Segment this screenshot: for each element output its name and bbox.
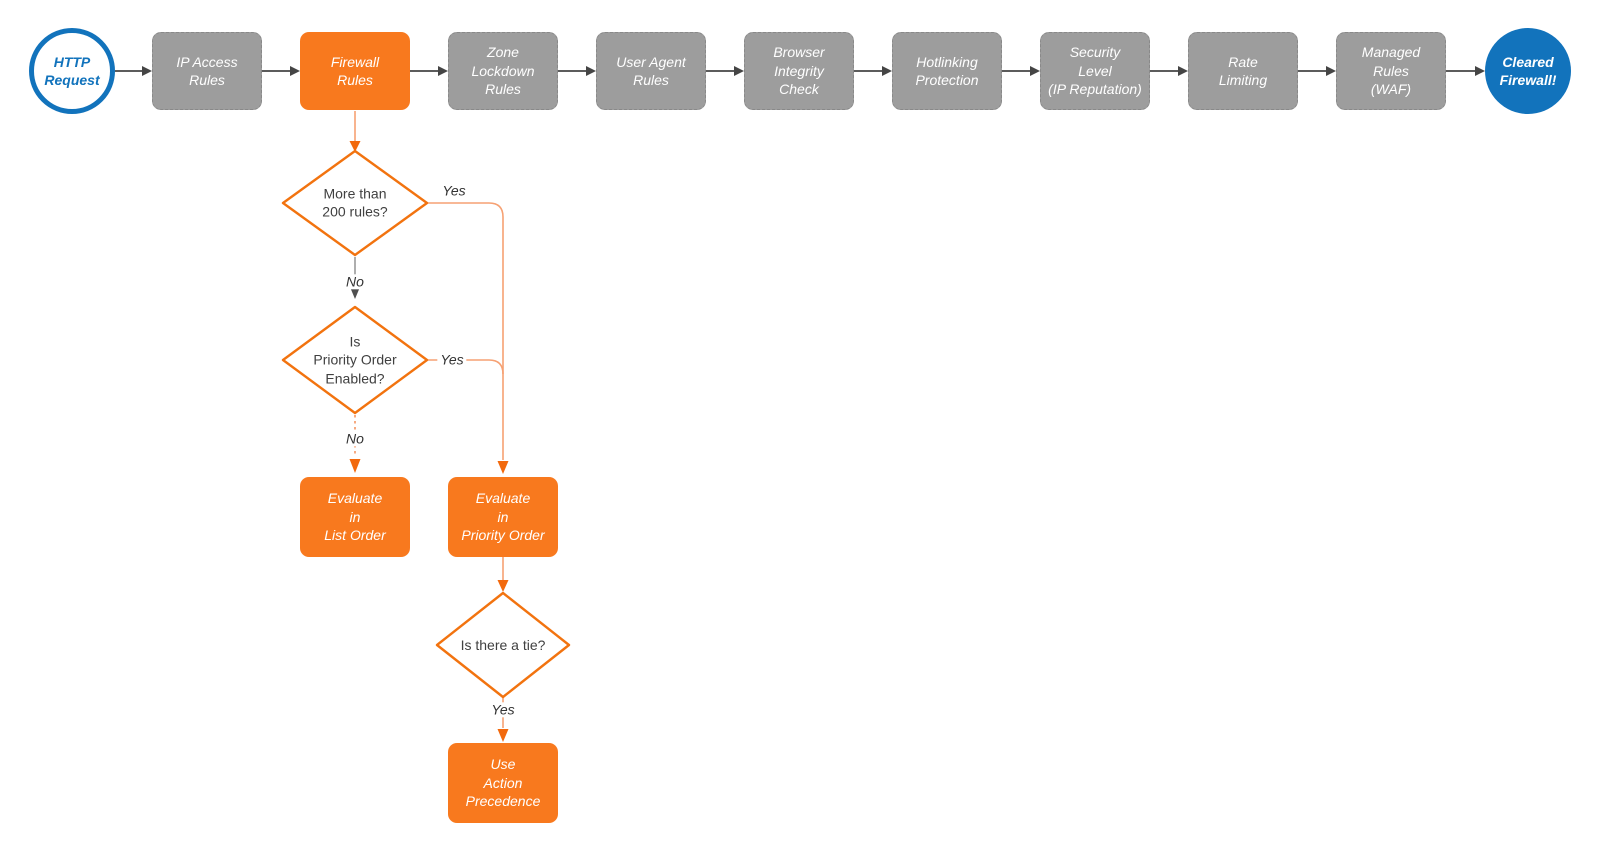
- node-rate-limiting-label: Rate Limiting: [1218, 53, 1268, 88]
- arrowhead-icon: [142, 66, 152, 76]
- arrowhead-icon: [586, 66, 596, 76]
- node-firewall-rules: Firewall Rules: [300, 32, 410, 110]
- edge-label-yes2: Yes: [437, 351, 467, 368]
- decision2-label: Is Priority Order Enabled?: [313, 333, 397, 387]
- arrowhead-into-decision1: [349, 141, 361, 152]
- node-hotlinking-protection-label: Hotlinking Protection: [915, 53, 979, 88]
- edge-yes1-to-priority-order: [428, 202, 504, 460]
- edge-label-yes1: Yes: [439, 182, 469, 199]
- decision1-label: More than 200 rules?: [322, 185, 388, 220]
- arrowhead-icon: [882, 66, 892, 76]
- node-use-action-precedence: Use Action Precedence: [448, 743, 558, 823]
- edge-label-yes3: Yes: [488, 701, 518, 718]
- node-ip-access-rules: IP Access Rules: [152, 32, 262, 110]
- node-use-action-precedence-label: Use Action Precedence: [465, 756, 541, 810]
- arrowhead-into-action-precedence: [497, 729, 509, 742]
- node-rate-limiting: Rate Limiting: [1188, 32, 1298, 110]
- node-firewall-rules-label: Firewall Rules: [330, 53, 380, 88]
- arrowhead-into-priority-order: [497, 461, 509, 474]
- node-browser-integrity-check: Browser Integrity Check: [744, 32, 854, 110]
- decision1-text: More than 200 rules?: [290, 185, 420, 222]
- arrowhead-icon: [1178, 66, 1188, 76]
- node-cleared-firewall: Cleared Firewall!: [1485, 28, 1571, 114]
- arrowhead-icon: [734, 66, 744, 76]
- node-evaluate-priority-order-label: Evaluate in Priority Order: [461, 490, 545, 544]
- node-zone-lockdown-rules-label: Zone Lockdown Rules: [471, 44, 535, 98]
- node-hotlinking-protection: Hotlinking Protection: [892, 32, 1002, 110]
- arrowhead-icon: [1475, 66, 1485, 76]
- node-http-request-label: HTTP Request: [44, 53, 100, 88]
- node-user-agent-rules: User Agent Rules: [596, 32, 706, 110]
- node-managed-rules-waf-label: Managed Rules (WAF): [1361, 44, 1421, 98]
- arrowhead-icon: [290, 66, 300, 76]
- node-cleared-firewall-label: Cleared Firewall!: [1499, 53, 1557, 88]
- decision3-label: Is there a tie?: [460, 636, 546, 653]
- node-browser-integrity-check-label: Browser Integrity Check: [773, 44, 825, 98]
- arrowhead-icon: [438, 66, 448, 76]
- node-evaluate-priority-order: Evaluate in Priority Order: [448, 477, 558, 557]
- arrowhead-icon: [1326, 66, 1336, 76]
- edge-label-no2: No: [343, 430, 367, 447]
- node-ip-access-rules-label: IP Access Rules: [176, 53, 238, 88]
- node-user-agent-rules-label: User Agent Rules: [616, 53, 686, 88]
- arrowhead-into-decision3: [497, 580, 509, 592]
- decision2-text: Is Priority Order Enabled?: [286, 332, 424, 387]
- node-evaluate-list-order: Evaluate in List Order: [300, 477, 410, 557]
- node-security-level-label: Security Level (IP Reputation): [1048, 44, 1142, 98]
- node-zone-lockdown-rules: Zone Lockdown Rules: [448, 32, 558, 110]
- node-security-level: Security Level (IP Reputation): [1040, 32, 1150, 110]
- node-managed-rules-waf: Managed Rules (WAF): [1336, 32, 1446, 110]
- node-evaluate-list-order-label: Evaluate in List Order: [324, 490, 386, 544]
- edge-label-no1: No: [343, 273, 367, 290]
- arrowhead-into-list-order: [349, 459, 361, 473]
- arrowhead-icon: [1030, 66, 1040, 76]
- node-http-request: HTTP Request: [29, 28, 115, 114]
- decision3-text: Is there a tie?: [438, 636, 568, 654]
